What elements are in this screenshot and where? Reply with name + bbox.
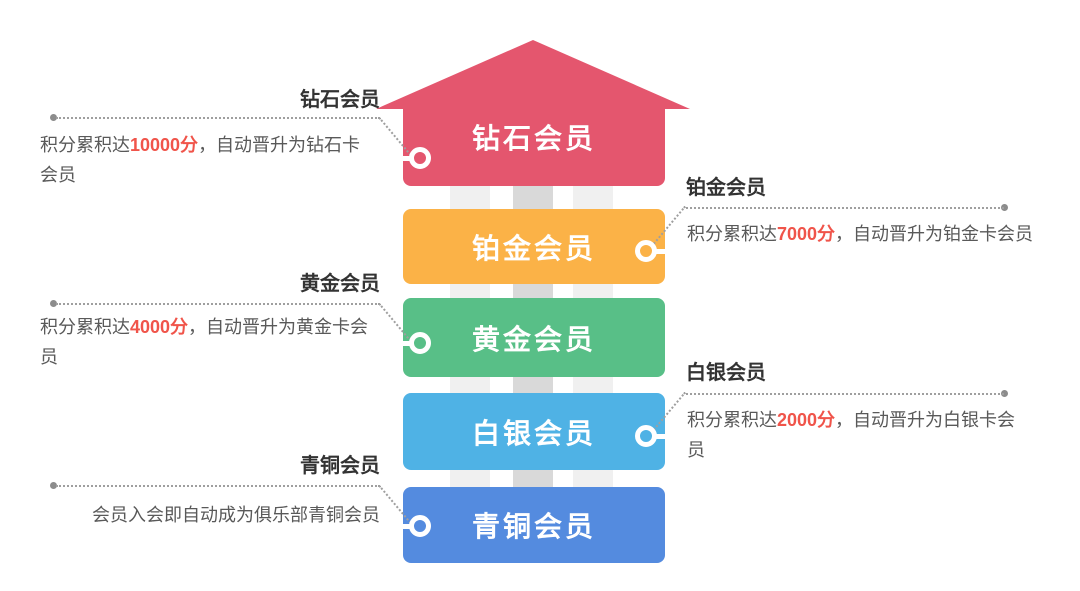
tier-block-bronze: 青铜会员: [403, 487, 665, 563]
ring-stem: [654, 249, 665, 254]
tier-block-gold: 黄金会员: [403, 298, 665, 377]
arrow-head: [376, 40, 690, 109]
ring-stem: [654, 434, 665, 439]
ring-marker-gold: [409, 332, 431, 354]
text-after: ，自动晋升为黄金卡会员: [40, 317, 369, 367]
tier-block-label-diamond: 钻石会员: [471, 123, 596, 154]
line-end-dot: [50, 482, 57, 489]
ring-marker-platinum: [635, 240, 657, 262]
ring-marker-silver: [635, 425, 657, 447]
dotted-connector-line: [56, 485, 380, 487]
points-highlight: 10000分: [130, 135, 199, 155]
ring-stem: [402, 524, 413, 529]
text-before: 积分累积达: [687, 224, 777, 244]
dotted-connector-line: [686, 207, 1004, 209]
callout-text-silver: 积分累积达2000分，自动晋升为白银卡会员: [687, 405, 1031, 465]
ring-marker-bronze: [409, 515, 431, 537]
callout-text-diamond: 积分累积达10000分，自动晋升为钻石卡会员: [40, 130, 374, 190]
line-end-dot: [50, 300, 57, 307]
tier-block-diamond: 钻石会员: [403, 108, 665, 186]
points-highlight: 7000分: [777, 224, 836, 244]
callout-label-diamond: 钻石会员: [300, 89, 380, 111]
ring-stem: [402, 341, 413, 346]
callout-text-bronze: 会员入会即自动成为俱乐部青铜会员: [40, 500, 380, 530]
line-end-dot: [1001, 204, 1008, 211]
callout-label-silver: 白银会员: [686, 362, 766, 384]
text-before: 积分累积达: [40, 135, 130, 155]
text-before: 积分累积达: [687, 410, 777, 430]
tier-block-label-platinum: 铂金会员: [471, 232, 596, 264]
points-highlight: 2000分: [777, 410, 836, 430]
callout-label-platinum: 铂金会员: [686, 177, 766, 199]
text-after: ，自动晋升为白银卡会员: [687, 410, 1016, 460]
tier-block-silver: 白银会员: [403, 393, 665, 470]
tier-block-platinum: 铂金会员: [403, 209, 665, 284]
tier-block-label-silver: 白银会员: [471, 417, 596, 449]
text-before: 积分累积达: [40, 317, 130, 337]
text-after: ，自动晋升为钻石卡会员: [40, 135, 361, 185]
tier-block-label-gold: 黄金会员: [471, 323, 596, 355]
text-before: 会员入会即自动成为俱乐部青铜会员: [92, 505, 380, 525]
dotted-connector-line: [56, 117, 380, 119]
text-after: ，自动晋升为铂金卡会员: [835, 224, 1034, 244]
callout-label-gold: 黄金会员: [300, 273, 380, 295]
ring-marker-diamond: [409, 147, 431, 169]
line-end-dot: [1001, 390, 1008, 397]
dotted-connector-line: [56, 303, 380, 305]
line-end-dot: [50, 114, 57, 121]
points-highlight: 4000分: [130, 317, 189, 337]
dotted-connector-line: [686, 393, 1004, 395]
callout-text-platinum: 积分累积达7000分，自动晋升为铂金卡会员: [687, 219, 1043, 249]
callout-text-gold: 积分累积达4000分，自动晋升为黄金卡会员: [40, 312, 374, 372]
tier-block-label-bronze: 青铜会员: [471, 511, 596, 542]
ring-stem: [402, 156, 413, 161]
callout-label-bronze: 青铜会员: [300, 455, 380, 477]
